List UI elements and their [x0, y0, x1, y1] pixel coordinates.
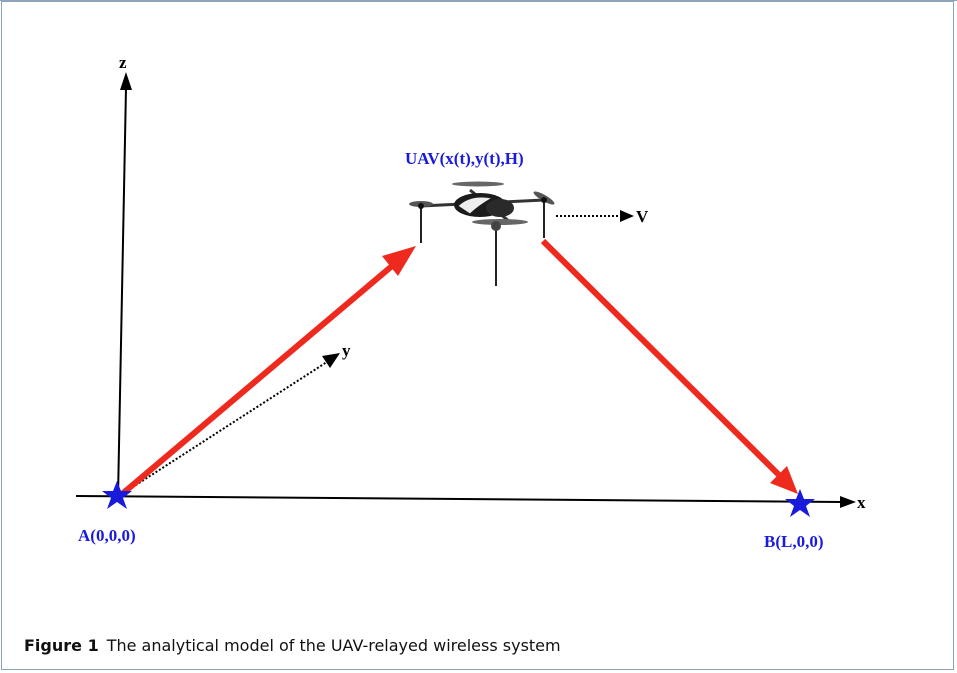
star-node-b	[785, 489, 815, 517]
link-arrow-a-to-uav	[120, 246, 416, 497]
star-node-a	[102, 481, 132, 509]
uav-drone-icon	[409, 181, 555, 286]
velocity-label: V	[636, 207, 649, 226]
uav-position-label: UAV(x(t),y(t),H)	[405, 149, 524, 168]
node-a-label: A(0,0,0)	[78, 526, 136, 545]
z-axis	[117, 72, 132, 498]
velocity-arrow	[556, 210, 634, 222]
figure-caption-text: The analytical model of the UAV-relayed …	[106, 636, 561, 655]
node-b-label: B(L,0,0)	[764, 532, 824, 551]
frame-top-border	[0, 0, 957, 1]
x-axis	[75, 495, 856, 508]
link-arrow-uav-to-b	[540, 238, 798, 494]
y-axis-label: y	[342, 341, 351, 360]
figure-number: Figure 1	[24, 636, 99, 655]
x-axis-label: x	[857, 493, 866, 512]
figure-caption: Figure 1 The analytical model of the UAV-…	[24, 636, 561, 655]
y-axis	[121, 353, 340, 495]
z-axis-label: z	[119, 53, 127, 72]
